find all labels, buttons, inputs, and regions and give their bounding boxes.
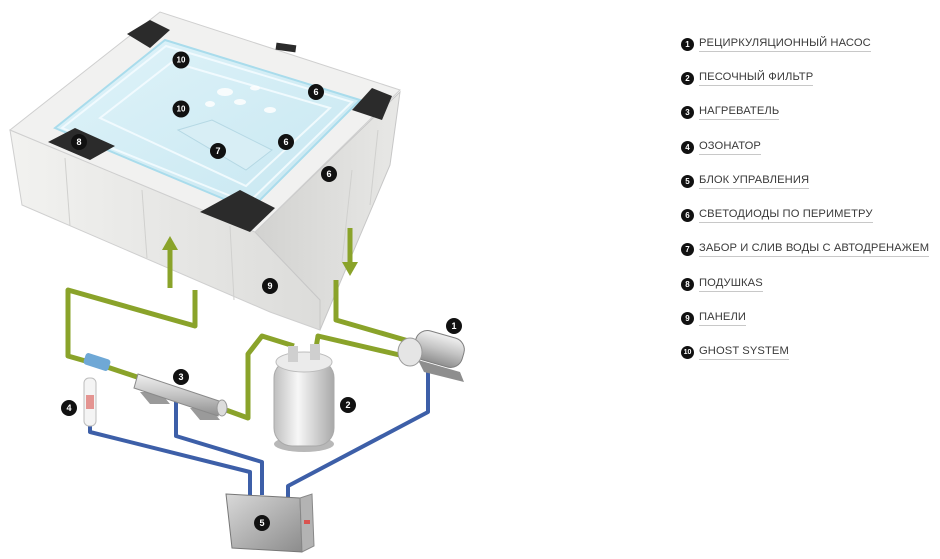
svg-text:5: 5	[259, 518, 264, 528]
legend-label[interactable]: РЕЦИРКУЛЯЦИОННЫЙ НАСОС	[699, 37, 871, 52]
ozon-injector	[83, 353, 111, 371]
callout-panels: 9	[262, 278, 278, 294]
callout-pump: 1	[446, 318, 462, 334]
cable-pump	[286, 368, 430, 500]
svg-text:6: 6	[283, 137, 288, 147]
led-strip-outer	[60, 44, 354, 205]
svg-text:4: 4	[66, 403, 71, 413]
callout-led-3: 6	[321, 166, 337, 182]
callout-ozonator: 4	[61, 400, 77, 416]
pillow-top-left	[127, 20, 170, 48]
svg-text:6: 6	[326, 169, 331, 179]
water-pipes	[65, 228, 415, 421]
legend-label[interactable]: ЗАБОР И СЛИВ ВОДЫ С АВТОДРЕНАЖЕМ	[699, 242, 930, 258]
legend-label[interactable]: ПАНЕЛИ	[699, 311, 747, 327]
callout-heater: 3	[173, 369, 189, 385]
pipe-ozon-to-heater	[103, 363, 141, 381]
legend-label[interactable]: ОЗОНАТОР	[699, 140, 761, 155]
callout-sand-filter: 2	[340, 397, 356, 413]
pipe-return	[65, 287, 198, 367]
sand-filter-tank	[273, 359, 335, 447]
legend-number: 10	[681, 346, 694, 360]
callout-control-unit: 5	[254, 515, 270, 531]
svg-text:1: 1	[451, 321, 456, 331]
callout-led-2: 6	[278, 134, 294, 150]
rim-control-panel	[275, 42, 297, 53]
callout-pillow: 8	[71, 134, 87, 150]
ozonator-unit	[83, 353, 111, 427]
callout-ghost-1: 10	[172, 51, 190, 69]
arrow-down	[342, 262, 358, 276]
legend-number: 9	[681, 312, 694, 326]
callout-ghost-2: 10	[172, 100, 190, 118]
legend-item-sand-filter[interactable]: 2 ПЕСОЧНЫЙ ФИЛЬТР	[681, 61, 929, 95]
callout-intake: 7	[210, 143, 226, 159]
pipe-pump-to-filter	[313, 333, 405, 359]
heater	[133, 373, 228, 420]
sand-filter	[273, 344, 335, 452]
pillow-front	[200, 190, 275, 232]
legend-number: 5	[681, 174, 694, 188]
svg-text:3: 3	[178, 372, 183, 382]
legend-number: 4	[681, 140, 694, 154]
component-legend: 1 РЕЦИРКУЛЯЦИОННЫЙ НАСОС 2 ПЕСОЧНЫЙ ФИЛЬ…	[681, 27, 930, 370]
pipe-filter-to-heater	[225, 333, 295, 421]
pump	[397, 330, 465, 382]
svg-text:2: 2	[345, 400, 350, 410]
legend-number: 8	[681, 277, 694, 291]
electric-cables	[88, 368, 430, 500]
arrow-up	[162, 236, 178, 250]
legend-number: 3	[681, 106, 694, 120]
svg-text:10: 10	[177, 105, 186, 114]
legend-item-ozonator[interactable]: 4 ОЗОНАТОР	[681, 130, 929, 164]
legend-label[interactable]: НАГРЕВАТЕЛЬ	[699, 105, 780, 121]
legend-item-control-unit[interactable]: 5 БЛОК УПРАВЛЕНИЯ	[681, 164, 929, 198]
legend-label[interactable]: ПЕСОЧНЫЙ ФИЛЬТР	[699, 71, 814, 86]
svg-text:7: 7	[215, 146, 220, 156]
svg-text:9: 9	[267, 281, 272, 291]
svg-text:10: 10	[177, 56, 186, 65]
legend-number: 6	[681, 209, 694, 223]
legend-label[interactable]: БЛОК УПРАВЛЕНИЯ	[699, 174, 810, 189]
legend-item-intake[interactable]: 7 ЗАБОР И СЛИВ ВОДЫ С АВТОДРЕНАЖЕМ	[681, 233, 930, 267]
legend-label[interactable]: СВЕТОДИОДЫ ПО ПЕРИМЕТРУ	[699, 208, 873, 224]
legend-item-leds[interactable]: 6 СВЕТОДИОДЫ ПО ПЕРИМЕТРУ	[681, 198, 929, 232]
legend-item-pillows[interactable]: 8 ПОДУШКАS	[681, 267, 929, 301]
heater-body	[133, 373, 223, 417]
svg-text:8: 8	[76, 137, 81, 147]
svg-text:6: 6	[313, 87, 318, 97]
legend-number: 7	[681, 243, 694, 257]
cable-ozonator	[88, 425, 252, 495]
legend-number: 2	[681, 71, 694, 85]
legend-item-ghost-system[interactable]: 10 GHOST SYSTEM	[681, 336, 929, 370]
legend-item-pump[interactable]: 1 РЕЦИРКУЛЯЦИОННЫЙ НАСОС	[681, 27, 929, 61]
pillow-right	[352, 88, 392, 120]
pump-housing	[397, 337, 423, 367]
legend-label[interactable]: ПОДУШКАS	[699, 277, 763, 292]
cable-heater	[174, 400, 264, 495]
spa-tub	[9, 11, 401, 331]
spa-system-diagram: 1 2 3 4 5 6 6 6 7 8 9 10 10	[9, 11, 465, 553]
led-strip-inner	[98, 60, 332, 188]
callout-led-1: 6	[308, 84, 324, 100]
legend-label[interactable]: GHOST SYSTEM	[699, 345, 789, 361]
legend-item-panels[interactable]: 9 ПАНЕЛИ	[681, 301, 929, 335]
legend-item-heater[interactable]: 3 НАГРЕВАТЕЛЬ	[681, 96, 929, 130]
legend-number: 1	[681, 37, 694, 51]
